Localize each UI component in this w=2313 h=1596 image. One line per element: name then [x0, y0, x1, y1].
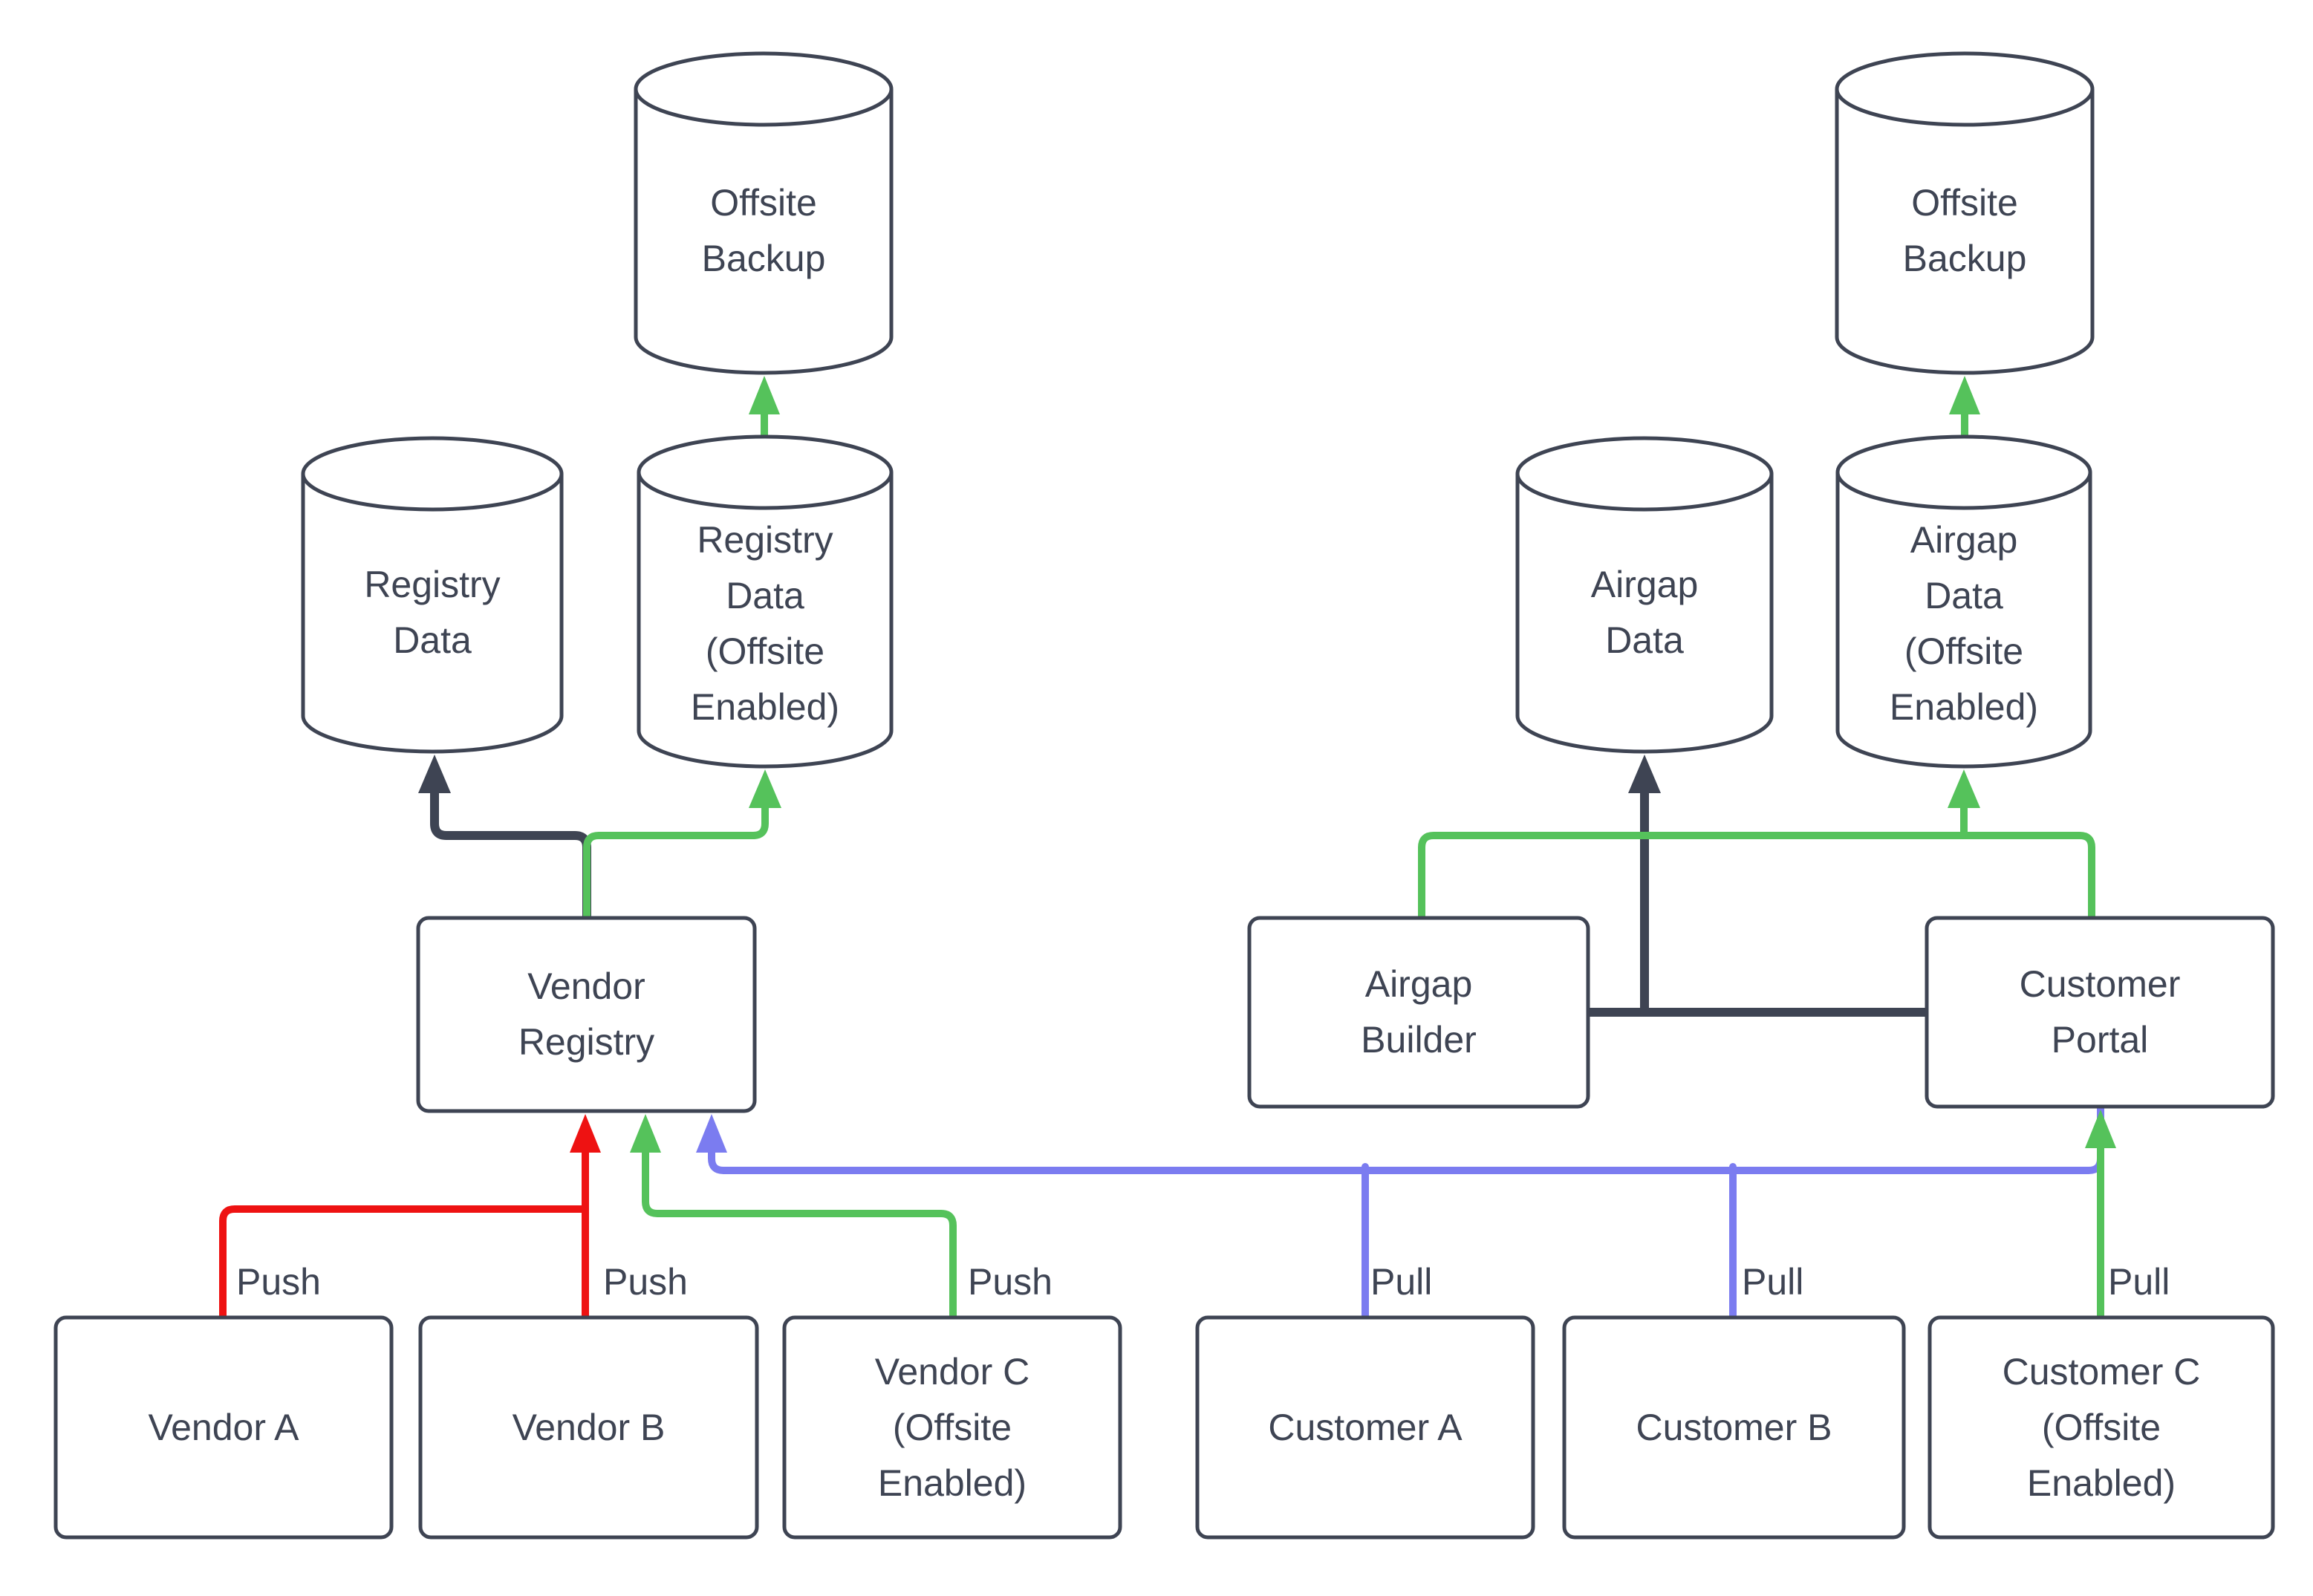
box-customer-a [1195, 1315, 1535, 1540]
cylinder-airgap-data [1515, 474, 1774, 754]
edge-portal-pull-main [708, 1103, 2104, 1174]
cylinder-registry-data-offsite [637, 472, 894, 769]
arrowhead-registry-data-offsite [749, 769, 781, 808]
box-airgap-builder [1247, 916, 1590, 1109]
box-customer-c [1928, 1315, 2275, 1540]
cylinder-offsite-backup-left [634, 89, 894, 375]
arrowhead-airgap-data [1628, 755, 1661, 793]
box-customer-b [1562, 1315, 1906, 1540]
cylinder-airgap-data-offsite [1835, 472, 2092, 769]
box-vendor-registry [416, 916, 757, 1113]
arrowhead-airgap-data-offsite [1948, 769, 1980, 808]
arrowhead-pull-vendor-registry [696, 1114, 727, 1153]
arrowhead-registry-data [418, 755, 451, 793]
cylinder-airgap-data-offsite-top [1835, 434, 2092, 510]
cylinder-registry-data-top [301, 436, 564, 512]
edge-vendor-registry-to-registry-data [430, 789, 591, 922]
edge-vendor-registry-to-offsite-registry [583, 804, 769, 922]
box-vendor-c [782, 1315, 1122, 1540]
edge-vendor-a-push [219, 1205, 589, 1321]
arrowhead-push-red [570, 1114, 601, 1153]
box-vendor-a [53, 1315, 394, 1540]
cylinder-offsite-backup-right [1835, 89, 2095, 375]
arrowhead-offsite-backup-left [749, 376, 780, 414]
box-customer-portal [1925, 916, 2275, 1109]
arrowhead-offsite-backup-right [1949, 376, 1980, 414]
edge-vendor-c-push [642, 1149, 957, 1321]
cylinder-registry-data [301, 474, 564, 754]
cylinder-registry-data-offsite-top [637, 434, 894, 510]
arrowhead-customer-portal [2085, 1110, 2116, 1148]
cylinder-offsite-backup-right-top [1835, 51, 2095, 127]
edge-builder-portal-to-offsite-airgap [1418, 832, 2095, 922]
cylinder-offsite-backup-left-top [634, 51, 894, 127]
arrowhead-push-green [630, 1114, 661, 1153]
box-vendor-b [418, 1315, 759, 1540]
cylinder-airgap-data-top [1515, 436, 1774, 512]
